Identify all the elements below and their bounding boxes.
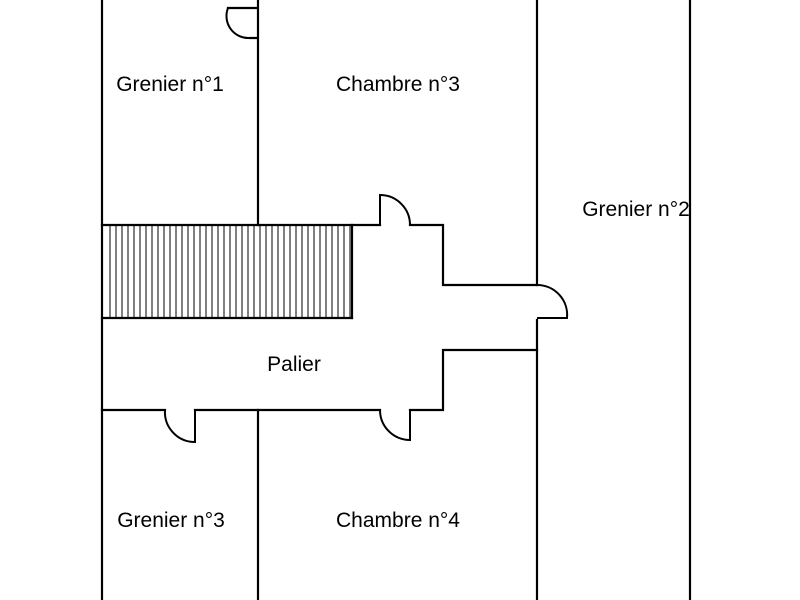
wall-grenier1-chambre3 bbox=[226, 0, 260, 227]
room-label-palier: Palier bbox=[267, 353, 321, 376]
door-top-swing bbox=[225, 7, 251, 40]
room-label-grenier-3: Grenier n°3 bbox=[117, 509, 225, 532]
room-label-chambre-4: Chambre n°4 bbox=[336, 509, 460, 532]
staircase bbox=[109, 226, 351, 317]
door-grenier2-swing bbox=[536, 283, 569, 319]
palier-right-wall bbox=[408, 348, 539, 412]
room-label-chambre-3: Chambre n°3 bbox=[336, 73, 460, 96]
door-grenier3-swing bbox=[163, 409, 196, 444]
door-chambre4-swing bbox=[379, 409, 411, 442]
room-label-grenier-2: Grenier n°2 bbox=[582, 198, 690, 221]
palier-upper-wall bbox=[408, 223, 539, 287]
room-label-grenier-1: Grenier n°1 bbox=[116, 73, 224, 96]
door-palier-top-swing bbox=[379, 193, 411, 226]
